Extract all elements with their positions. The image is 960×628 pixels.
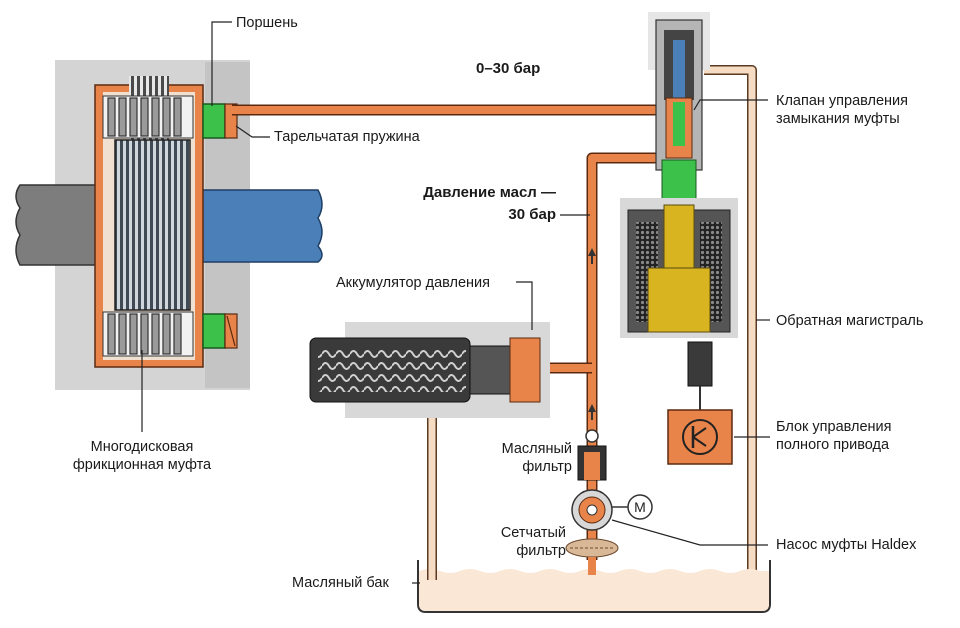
flow-arrows [588, 248, 596, 420]
label-strainer-line1: Сетчатый [500, 525, 566, 541]
label-oil-pressure: Давление масл — 30 бар [394, 184, 556, 224]
return-line [704, 65, 757, 585]
label-strainer-line2: фильтр [516, 543, 566, 559]
label-oil-pressure-line1: Давление масл — [423, 184, 556, 201]
label-control-unit-line2: полного привода [776, 437, 890, 453]
label-control-valve-line1: Клапан управления [776, 93, 909, 109]
label-control-unit-line1: Блок управления [776, 419, 892, 435]
label-oil-filter-line1: Масляный [501, 441, 572, 457]
svg-text:M: M [634, 499, 646, 515]
label-oil-filter-line2: фильтр [522, 459, 572, 475]
oil-filter [577, 429, 607, 481]
pressure-lines [232, 104, 668, 560]
strainer [565, 538, 619, 575]
valve-solenoid [620, 198, 738, 410]
clutch-control-valve [648, 12, 710, 201]
pressure-accumulator [309, 322, 550, 418]
label-piston: Поршень [236, 15, 298, 31]
oil-tank [417, 405, 771, 613]
label-oil-filter: Масляный фильтр [456, 440, 572, 476]
label-disc-spring: Тарельчатая пружина [274, 129, 420, 145]
label-oil-pressure-line2: 30 бар [508, 206, 556, 223]
spline-hub [114, 139, 191, 311]
label-strainer: Сетчатый фильтр [456, 524, 566, 560]
label-control-valve-line2: замыкания муфты [776, 111, 900, 127]
label-clutch: Многодисковая фрикционная муфта [52, 438, 232, 474]
output-shaft [179, 189, 323, 263]
leader-lines [141, 21, 770, 584]
piston [202, 103, 226, 139]
label-accumulator: Аккумулятор давления [336, 275, 490, 291]
label-control-unit: Блок управления полного привода [776, 418, 892, 454]
label-pump: Насос муфты Haldex [776, 537, 917, 553]
haldex-pump: M [571, 489, 653, 531]
label-oil-tank: Масляный бак [292, 575, 389, 591]
label-pressure-range: 0–30 бар [476, 60, 541, 77]
awd-control-unit [667, 409, 733, 465]
label-control-valve: Клапан управления замыкания муфты [776, 92, 908, 128]
label-clutch-line2: фрикционная муфта [72, 457, 212, 473]
label-return-line: Обратная магистраль [776, 313, 924, 329]
label-clutch-line1: Многодисковая [90, 439, 194, 455]
multi-plate-clutch [15, 60, 323, 390]
